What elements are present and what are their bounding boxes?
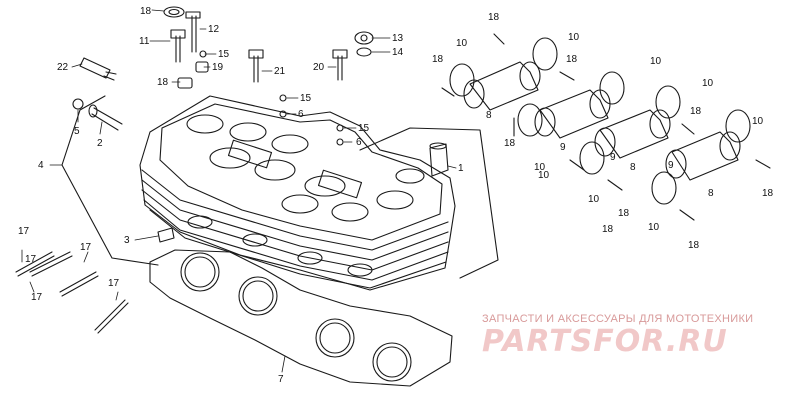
callout-17: 17 [31,292,43,303]
callout-10: 10 [456,38,468,49]
callout-17: 17 [108,278,120,289]
watermark-subtitle: ЗАПЧАСТИ И АКСЕССУАРЫ ДЛЯ МОТОТЕХНИКИ [482,313,754,325]
callout-18: 18 [488,12,500,23]
callout-17: 17 [18,226,30,237]
callout-18: 18 [504,138,516,149]
callout-2: 2 [97,138,103,149]
callout-9: 9 [610,152,616,163]
callout-10: 10 [588,194,600,205]
callout-10: 10 [650,56,662,67]
watermark-logo: PARTSFOR.RU [482,324,728,359]
callout-18: 18 [618,208,630,219]
callout-5: 5 [74,126,80,137]
callout-18: 18 [688,240,700,251]
callout-14: 14 [392,47,404,58]
callout-10: 10 [648,222,660,233]
stud-bolts [15,251,129,334]
callout-15: 15 [358,123,370,134]
assembly-bracket [61,95,159,266]
callout-4: 4 [38,160,44,171]
callout-15: 15 [300,93,312,104]
head-gasket [149,249,453,387]
callout-18: 18 [566,54,578,65]
callout-18: 18 [602,224,614,235]
callout-19: 19 [212,62,224,73]
callout-3: 3 [124,235,130,246]
callout-6: 6 [356,137,362,148]
callout-10: 10 [538,170,550,181]
callout-9: 9 [560,142,566,153]
callout-7: 7 [278,374,284,385]
callout-13: 13 [392,33,404,44]
callout-18: 18 [140,6,152,17]
callout-8: 8 [486,110,492,121]
callout-12: 12 [208,24,220,35]
cylinder-head [139,95,456,291]
callout-20: 20 [313,62,325,73]
callout-6: 6 [298,109,304,120]
callout-18: 18 [432,54,444,65]
callout-17: 17 [80,242,92,253]
callout-18: 18 [762,188,774,199]
callout-9: 9 [668,160,674,171]
callout-15: 15 [218,49,230,60]
callout-10: 10 [568,32,580,43]
callout-8: 8 [708,188,714,199]
callout-1: 1 [458,163,464,174]
leader-lines [21,9,457,373]
callout-17: 17 [25,254,37,265]
callout-10: 10 [534,162,546,173]
carburetor-insulators [441,33,771,221]
callout-18: 18 [157,77,169,88]
callout-18: 18 [690,106,702,117]
callout-21: 21 [274,66,286,77]
callout-11: 11 [139,36,150,47]
assembly-bracket-right [359,127,499,279]
callout-10: 10 [752,116,764,127]
callout-10: 10 [702,78,714,89]
callout-8: 8 [630,162,636,173]
callout-22: 22 [57,62,69,73]
